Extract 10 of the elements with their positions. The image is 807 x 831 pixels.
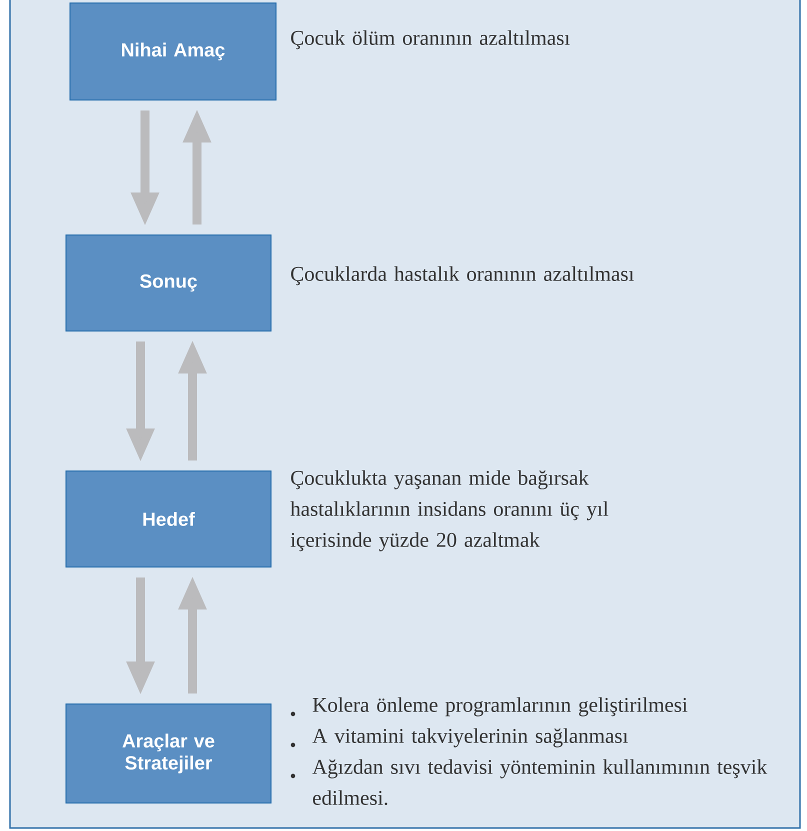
bullet-item: Ağızdan sıvı tedavisi yönteminin kullanımının teşvik edilmesi.: [312, 759, 768, 806]
process-box: Sonuç: [66, 234, 272, 332]
process-box: Hedef: [66, 470, 272, 568]
bullet-item: Kolera önleme programlarının geliştirilmesi: [312, 697, 688, 716]
bullet-item: A vitamini takviyelerinin sağlanması: [312, 728, 628, 748]
process-box: Araçlar ve Stratejiler: [66, 704, 272, 804]
description-text: Çocuklarda hastalık oranının azaltılması: [291, 266, 634, 286]
process-box: Nihai Amaç: [70, 2, 276, 100]
description-text: Çocuklukta yaşanan mide bağırsak hastalıklarının insidans oranını üç yıl içerisinde yüzde 20 azaltmak: [290, 470, 608, 552]
description-text: Çocuk ölüm oranının azaltılması: [291, 30, 570, 50]
